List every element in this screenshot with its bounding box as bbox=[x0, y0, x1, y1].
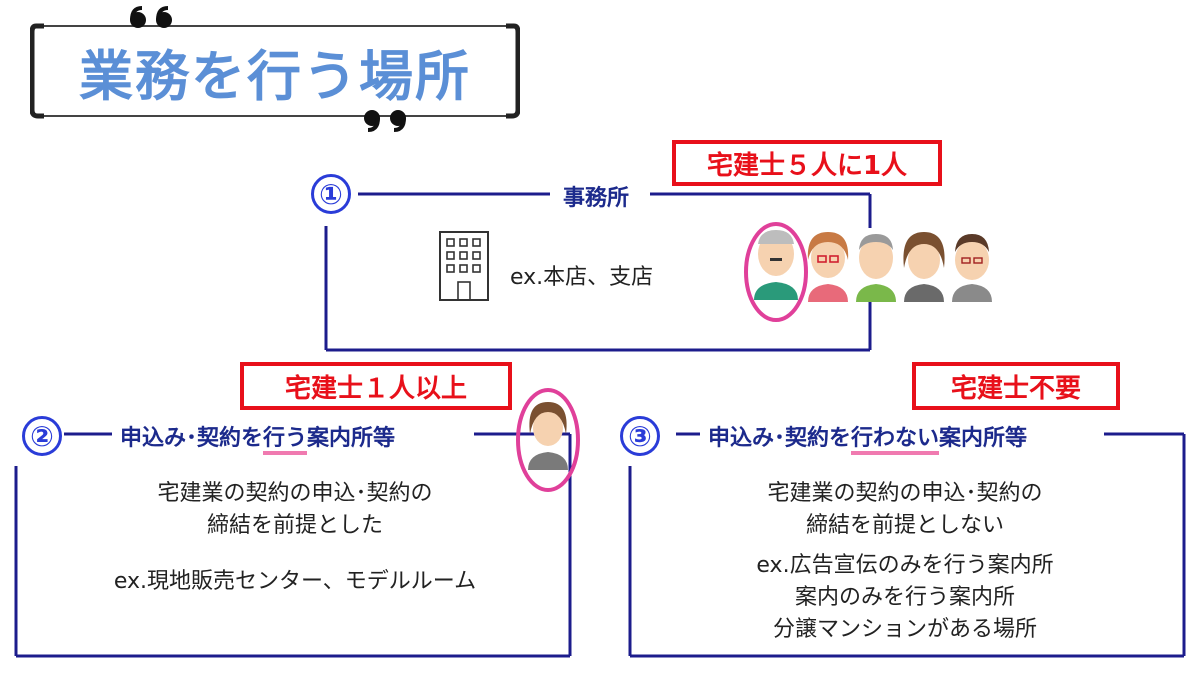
person-icon bbox=[754, 230, 798, 300]
page-title: 業務を行う場所 bbox=[79, 44, 471, 108]
section3-callout: 宅建士不要 bbox=[912, 362, 1120, 410]
section3-desc-line1: 宅建業の契約の申込･契約の bbox=[767, 481, 1043, 506]
section2-desc-line1: 宅建業の契約の申込･契約の bbox=[157, 481, 433, 506]
section3-title-post: 案内所等 bbox=[939, 426, 1028, 451]
section1-title: 事務所 bbox=[555, 180, 638, 212]
section3-title-pre: 申込み･契約を bbox=[708, 426, 852, 451]
section1-frame bbox=[324, 192, 872, 352]
section3-title: 申込み･契約を行わない案内所等 bbox=[700, 420, 1036, 455]
section1-callout: 宅建士５人に1人 bbox=[672, 140, 942, 186]
section2-callout: 宅建士１人以上 bbox=[240, 362, 512, 410]
section1-example: ex.本店、支店 bbox=[510, 265, 654, 290]
section1-number: ① bbox=[311, 174, 351, 214]
section3-desc-line2: 締結を前提としない bbox=[805, 513, 1004, 538]
section2-desc-line2: 締結を前提とした bbox=[206, 513, 383, 538]
section3-example-line2: 案内のみを行う案内所 bbox=[794, 585, 1015, 610]
section3-example-line1: ex.広告宣伝のみを行う案内所 bbox=[756, 553, 1054, 578]
section3-frame bbox=[628, 432, 1186, 658]
section2-number: ② bbox=[22, 416, 62, 456]
title-bracket-frame bbox=[30, 23, 520, 119]
section3-number: ③ bbox=[620, 416, 660, 456]
open-quote-icon bbox=[130, 6, 172, 28]
people-group-icon bbox=[744, 222, 992, 322]
section2-title: 申込み･契約を行う案内所等 bbox=[112, 420, 404, 455]
section2-title-emphasis: 行う bbox=[263, 426, 308, 455]
section2-title-post: 案内所等 bbox=[307, 426, 396, 451]
close-quote-icon bbox=[364, 110, 406, 132]
person-icon bbox=[516, 388, 580, 492]
section3-title-emphasis: 行わない bbox=[851, 426, 940, 455]
building-icon bbox=[439, 231, 489, 301]
section2-example: ex.現地販売センター、モデルルーム bbox=[113, 569, 477, 594]
section2-title-pre: 申込み･契約を bbox=[120, 426, 264, 451]
section3-example-line3: 分譲マンションがある場所 bbox=[772, 617, 1037, 642]
